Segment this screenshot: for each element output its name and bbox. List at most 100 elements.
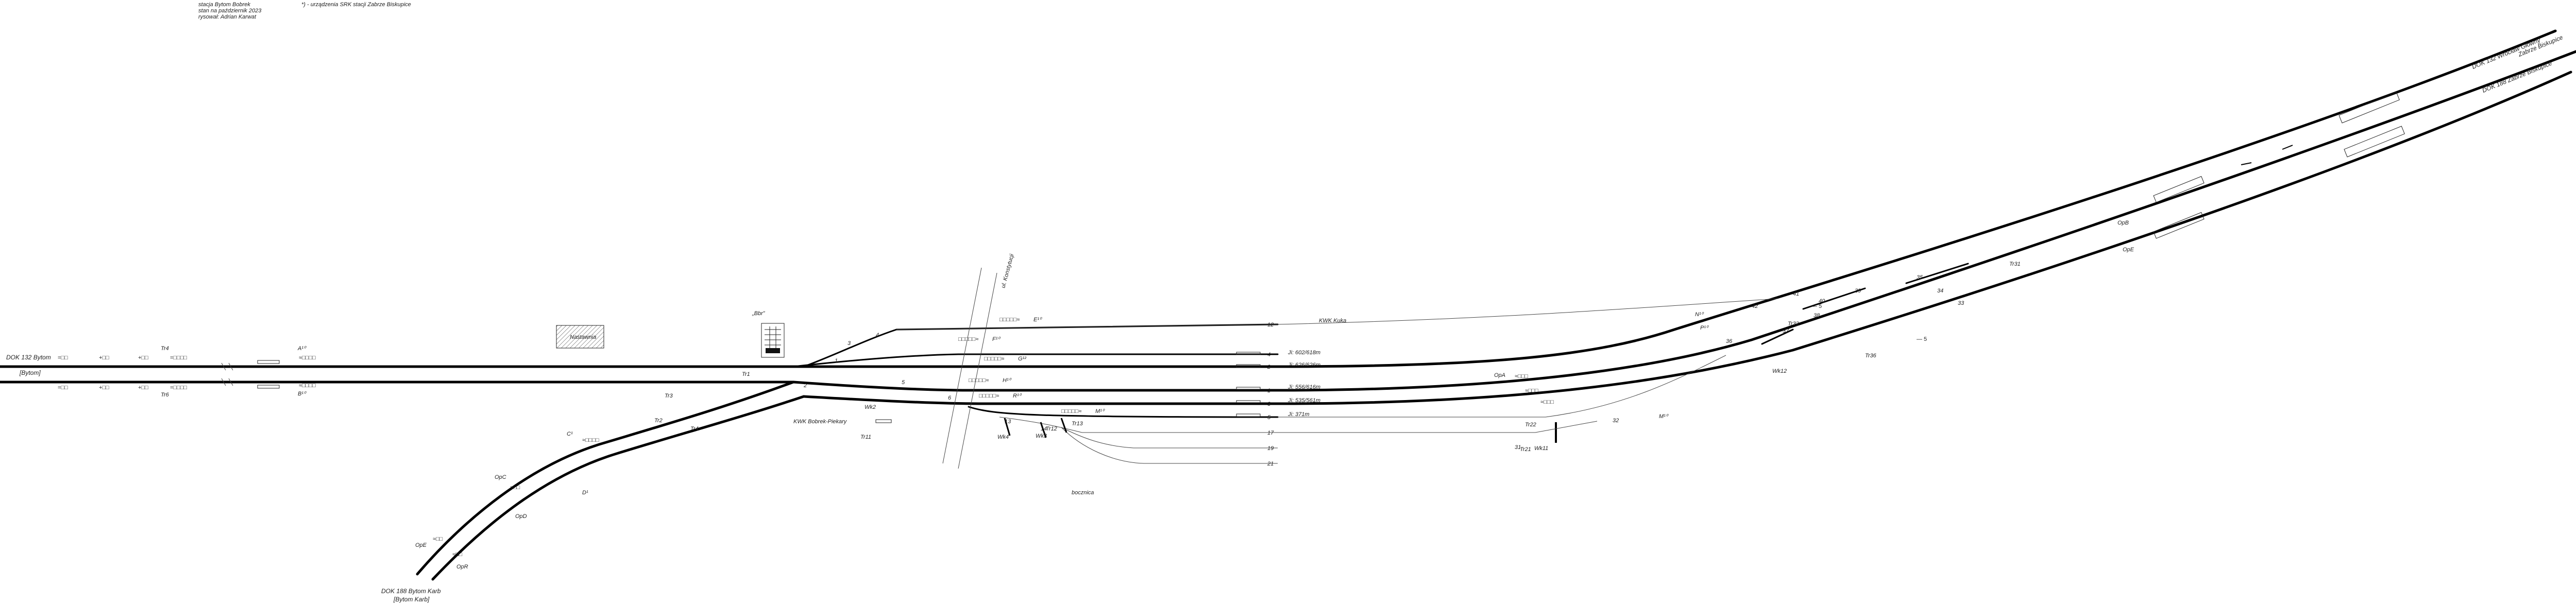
svg-text:Tr21: Tr21 bbox=[1520, 446, 1531, 453]
svg-text:31: 31 bbox=[1515, 444, 1521, 451]
svg-text:Tr31: Tr31 bbox=[2009, 261, 2021, 267]
svg-text:4: 4 bbox=[876, 332, 879, 338]
svg-text:H¹⁰: H¹⁰ bbox=[1003, 377, 1012, 384]
svg-text:3: 3 bbox=[1267, 401, 1271, 407]
svg-text:F¹⁰: F¹⁰ bbox=[992, 336, 1001, 342]
svg-text:36: 36 bbox=[1726, 338, 1733, 344]
svg-text:32: 32 bbox=[1613, 418, 1619, 424]
svg-text:2: 2 bbox=[803, 383, 807, 389]
place-kwk-kuka: KWK Kuka bbox=[1319, 318, 1346, 324]
svg-text:DOK 188 Zabrze Biskupice: DOK 188 Zabrze Biskupice bbox=[2481, 59, 2553, 94]
svg-text:Nastawnia: Nastawnia bbox=[570, 334, 596, 340]
svg-text:— 5: — 5 bbox=[1811, 303, 1822, 309]
svg-text:A¹⁰: A¹⁰ bbox=[297, 345, 307, 352]
svg-text:21: 21 bbox=[1267, 461, 1274, 467]
svg-text:Tr36: Tr36 bbox=[1865, 353, 1877, 359]
svg-text:1: 1 bbox=[835, 358, 838, 364]
shunt-tr4a: Tr4 bbox=[161, 345, 169, 352]
svg-text:— 5: — 5 bbox=[1917, 336, 1927, 342]
svg-text:Tr4: Tr4 bbox=[690, 426, 699, 432]
svg-text:+□□: +□□ bbox=[99, 385, 109, 391]
derailers: Wk2 Tr11 Wk4 Wk3 Tr13 Tr12 Wk11 Tr21 Tr2… bbox=[860, 368, 1787, 453]
svg-text:Ji: 556/616m: Ji: 556/616m bbox=[1287, 384, 1320, 390]
svg-text:5: 5 bbox=[1267, 414, 1271, 421]
station-signals: □□□□□≈ E¹⁰ □□□□□≈ F¹⁰ □□□□□≈ G¹² □□□□□≈ … bbox=[958, 317, 1105, 414]
svg-text:41: 41 bbox=[1793, 291, 1799, 297]
svg-text:Wk4: Wk4 bbox=[997, 434, 1009, 440]
svg-text:+□□: +□□ bbox=[138, 355, 148, 361]
left-markers: =□□ +□□ +□□ =□□□□ =□□ +□□ +□□ =□□□□ Tr4 … bbox=[58, 345, 187, 398]
svg-text:□□□□□≈: □□□□□≈ bbox=[979, 393, 999, 399]
station-tracks bbox=[792, 323, 1279, 464]
svg-text:Wk12: Wk12 bbox=[1772, 368, 1787, 374]
svg-text:≈□□□: ≈□□□ bbox=[1515, 373, 1528, 379]
svg-text:3: 3 bbox=[848, 340, 851, 347]
svg-text:OpE: OpE bbox=[415, 542, 427, 548]
svg-text:OpD: OpD bbox=[515, 513, 527, 520]
svg-text:=□□: =□□ bbox=[58, 355, 68, 361]
svg-text:C¹: C¹ bbox=[567, 431, 573, 437]
svg-text:≈□□□□: ≈□□□□ bbox=[582, 437, 599, 443]
svg-text:≈□□□: ≈□□□ bbox=[1540, 399, 1554, 405]
svg-text:=□□□□: =□□□□ bbox=[170, 355, 187, 361]
svg-text:OpR: OpR bbox=[456, 564, 468, 570]
svg-text:□□□□□≈: □□□□□≈ bbox=[958, 336, 978, 342]
place-bocznica: bocznica bbox=[1072, 490, 1094, 496]
place-kwk-bobrek: KWK Bobrek-Piekary bbox=[793, 419, 848, 425]
svg-text:Tr32: Tr32 bbox=[1788, 321, 1799, 327]
svg-text:Tr11: Tr11 bbox=[860, 434, 871, 440]
shunt-tr6: Tr6 bbox=[161, 392, 170, 398]
east-signals: ≈□□□ ≈□□□ ≈□□□ OpA N¹⁰ P¹⁰ M¹⁰ Tr36 Tr32… bbox=[1494, 220, 2134, 420]
svg-text:□□□□□≈: □□□□□≈ bbox=[1061, 408, 1081, 414]
svg-text:5: 5 bbox=[902, 379, 905, 386]
svg-text:„Bbr”: „Bbr” bbox=[752, 310, 766, 317]
svg-text:OpC: OpC bbox=[495, 474, 506, 480]
svg-text:OpB: OpB bbox=[2117, 220, 2129, 226]
entrance-signal-b: B¹⁰ ≈□□□□ bbox=[257, 383, 316, 397]
svg-text:Tr12: Tr12 bbox=[1046, 426, 1057, 432]
right-boxes bbox=[2153, 92, 2405, 239]
line-left-sub: [Bytom] bbox=[19, 369, 41, 376]
svg-text:Wk11: Wk11 bbox=[1534, 445, 1548, 452]
svg-text:≈□□: ≈□□ bbox=[452, 551, 463, 558]
svg-text:≈□□□□: ≈□□□□ bbox=[299, 355, 316, 361]
svg-text:OpE: OpE bbox=[2123, 247, 2134, 253]
east-switch-numbers: 42 41 40 39 38 37 36 35 34 33 32 31 bbox=[1515, 274, 1964, 451]
track-lengths: Ji: 602/618m Ji: 626/626m Ji: 556/616m J… bbox=[1287, 350, 1320, 418]
header-block: stacja Bytom Bobrek stan na październik … bbox=[198, 2, 411, 20]
svg-text:33: 33 bbox=[1958, 300, 1964, 306]
svg-text:M¹⁰: M¹⁰ bbox=[1659, 413, 1669, 420]
road-crossing bbox=[942, 267, 997, 469]
curve-track-outer bbox=[416, 381, 795, 576]
signal-box-nastawnia: Nastawnia bbox=[556, 325, 604, 349]
svg-text:+□□: +□□ bbox=[138, 385, 148, 391]
svg-text:4: 4 bbox=[1267, 352, 1270, 358]
svg-text:Ji: 602/618m: Ji: 602/618m bbox=[1287, 350, 1320, 356]
svg-text:Ji: 535/561m: Ji: 535/561m bbox=[1287, 397, 1320, 404]
svg-text:6: 6 bbox=[948, 395, 952, 401]
curve-track-inner bbox=[431, 395, 805, 581]
svg-text:34: 34 bbox=[1937, 288, 1943, 294]
svg-text:+□□: +□□ bbox=[99, 355, 109, 361]
track-end-markers bbox=[1236, 352, 1261, 417]
svg-text:12: 12 bbox=[1267, 322, 1274, 328]
svg-text:19: 19 bbox=[1267, 445, 1274, 452]
author-label: rysował: Adrian Karwat bbox=[198, 14, 257, 20]
svg-text:B¹⁰: B¹⁰ bbox=[298, 391, 307, 397]
entrance-signal-a: A¹⁰ ≈□□□□ bbox=[257, 345, 316, 364]
srk-note: *) - urządzenia SRK stacji Zabrze Biskup… bbox=[301, 2, 411, 8]
svg-text:Ji: 371m: Ji: 371m bbox=[1287, 411, 1310, 418]
bbr-building: „Bbr” bbox=[752, 310, 785, 358]
svg-text:≈□□□: ≈□□□ bbox=[1525, 388, 1538, 394]
svg-text:35: 35 bbox=[1917, 274, 1923, 281]
svg-text:≈□□□□: ≈□□□□ bbox=[299, 383, 316, 389]
svg-text:39: 39 bbox=[1855, 288, 1861, 294]
svg-text:Tr2: Tr2 bbox=[654, 418, 663, 424]
svg-text:=□□: =□□ bbox=[58, 385, 68, 391]
line-left-label: DOK 132 Bytom bbox=[6, 354, 51, 361]
svg-text:Tr1: Tr1 bbox=[742, 371, 750, 377]
svg-text:OpA: OpA bbox=[1494, 372, 1505, 378]
svg-text:42: 42 bbox=[1752, 303, 1758, 309]
svg-text:38: 38 bbox=[1814, 313, 1820, 319]
svg-text:□□□□□≈: □□□□□≈ bbox=[999, 317, 1020, 323]
